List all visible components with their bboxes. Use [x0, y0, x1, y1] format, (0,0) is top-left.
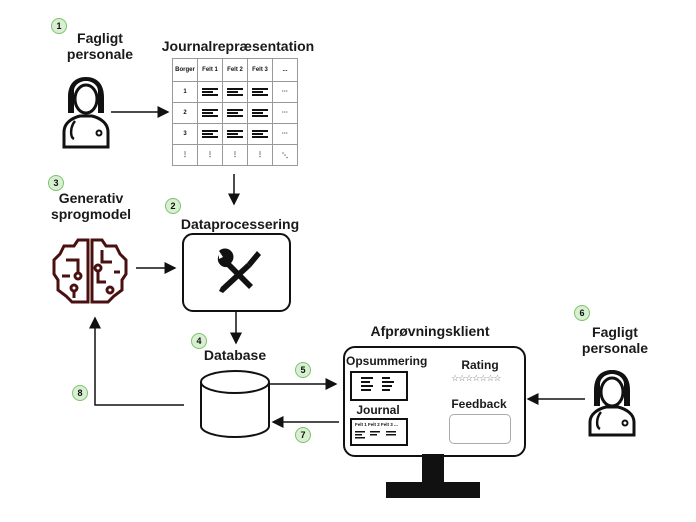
arrow-database-to-llm [89, 316, 184, 406]
step-badge-2: 2 [165, 198, 181, 214]
label-line: Fagligt [592, 324, 638, 340]
summary-text-icon [361, 377, 394, 391]
row-ellipsis: ··· [272, 102, 298, 124]
monitor-base [386, 482, 480, 498]
journal-repr-title: Journalrepræsentation [161, 38, 315, 54]
table-header-row: Borger Felt 1 Felt 2 Felt 3 ... [172, 58, 298, 82]
client-screen [343, 346, 526, 457]
vdots: ⋮ [222, 144, 248, 166]
journal-table: Borger Felt 1 Felt 2 Felt 3 ... 1 ··· 2 … [172, 58, 298, 166]
label-line: Fagligt [77, 30, 123, 46]
journal-label: Journal [356, 403, 400, 417]
diag-dots: ⋱ [272, 144, 298, 166]
label-line: personale [66, 46, 134, 62]
text-lines-icon [197, 81, 223, 103]
vdots: ⋮ [247, 144, 273, 166]
text-lines-icon [197, 102, 223, 124]
vdots: ⋮ [197, 144, 223, 166]
summary-label: Opsummering [346, 354, 428, 368]
vdots: ⋮ [172, 144, 198, 166]
header-cell: ... [272, 58, 298, 82]
row-ellipsis: ··· [272, 123, 298, 145]
summary-box [350, 371, 408, 401]
table-row: ⋮ ⋮ ⋮ ⋮ ⋱ [172, 144, 298, 166]
journal-lines-icon [355, 431, 396, 439]
step-badge-8: 8 [72, 385, 88, 401]
rating-stars[interactable]: ☆☆☆☆☆☆☆ [451, 373, 501, 383]
table-row: 2 ··· [172, 102, 298, 124]
doctor-icon [62, 77, 110, 149]
monitor-neck [422, 454, 444, 482]
tools-icon [217, 248, 261, 293]
row-id: 2 [172, 102, 198, 124]
row-id: 1 [172, 81, 198, 103]
text-lines-icon [247, 102, 273, 124]
feedback-label: Feedback [451, 397, 507, 411]
text-lines-icon [197, 123, 223, 145]
step-badge-5: 5 [295, 362, 311, 378]
header-cell: Felt 1 [197, 58, 223, 82]
client-title: Afprøvningsklient [370, 323, 490, 339]
step-badge-3: 3 [48, 175, 64, 191]
label-line: personale [581, 340, 649, 356]
step-badge-1: 1 [51, 18, 67, 34]
header-cell: Felt 2 [222, 58, 248, 82]
processing-title: Dataprocessering [180, 216, 300, 232]
text-lines-icon [247, 123, 273, 145]
rating-label: Rating [461, 358, 499, 372]
doctor-icon [588, 370, 636, 437]
step-badge-4: 4 [191, 333, 207, 349]
staff-input-label: Fagligt personale [60, 30, 140, 62]
label-line: Generativ [58, 190, 124, 206]
journal-fields: Felt 1 Felt 2 Felt 3 ... [355, 422, 398, 427]
staff-feedback-label: Fagligt personale [575, 324, 655, 356]
table-row: 3 ··· [172, 123, 298, 145]
text-lines-icon [222, 102, 248, 124]
step-badge-6: 6 [574, 305, 590, 321]
database-cylinder-icon [200, 370, 270, 438]
header-cell: Felt 3 [247, 58, 273, 82]
database-title: Database [203, 347, 267, 363]
brain-circuit-icon [52, 238, 128, 304]
llm-label: Generativ sprogmodel [46, 190, 136, 222]
table-row: 1 ··· [172, 81, 298, 103]
feedback-input[interactable] [449, 414, 511, 444]
header-cell: Borger [172, 58, 198, 82]
row-id: 3 [172, 123, 198, 145]
row-ellipsis: ··· [272, 81, 298, 103]
text-lines-icon [247, 81, 273, 103]
journal-box: Felt 1 Felt 2 Felt 3 ... [350, 418, 408, 446]
step-badge-7: 7 [295, 427, 311, 443]
label-line: sprogmodel [50, 206, 132, 222]
text-lines-icon [222, 123, 248, 145]
text-lines-icon [222, 81, 248, 103]
